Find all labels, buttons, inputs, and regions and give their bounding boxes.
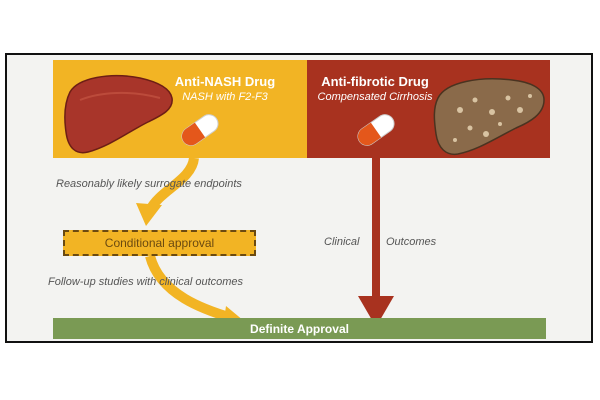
- cirrhotic-liver-icon: [433, 78, 545, 156]
- anti-fibrotic-title: Anti-fibrotic Drug: [321, 74, 429, 89]
- clinical-label: Clinical: [324, 236, 360, 248]
- definite-approval-bar: Definite Approval: [53, 318, 546, 339]
- capsule-icon: [357, 114, 395, 146]
- conditional-approval-box: Conditional approval: [63, 230, 256, 256]
- follow-up-studies-label: Follow-up studies with clinical outcomes: [48, 276, 244, 288]
- surrogate-endpoints-label: Reasonably likely surrogate endpoints: [56, 178, 242, 190]
- anti-fibrotic-subtitle: Compensated Cirrhosis: [317, 91, 433, 103]
- anti-nash-subtitle: NASH with F2-F3: [182, 91, 268, 103]
- capsule-icon: [181, 114, 219, 146]
- arrow-clinical-outcomes: [358, 158, 394, 327]
- anti-nash-title: Anti-NASH Drug: [174, 74, 276, 89]
- liver-icon: [64, 74, 173, 154]
- outcomes-label: Outcomes: [386, 236, 437, 248]
- arrow-to-conditional: [136, 156, 199, 226]
